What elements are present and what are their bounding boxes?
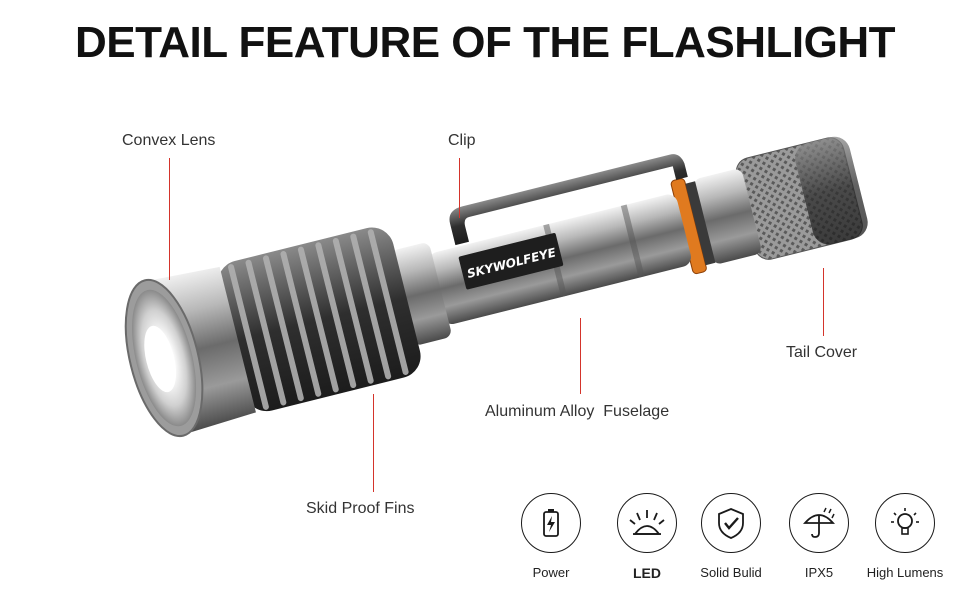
- feature-solid-build: Solid Bulid: [686, 493, 776, 580]
- feature-high-lumens-label: High Lumens: [866, 565, 944, 580]
- leader-clip: [459, 158, 460, 218]
- callout-convex-lens: Convex Lens: [122, 132, 216, 149]
- feature-solid-build-circle: [701, 493, 761, 553]
- feature-ipx5-label: IPX5: [804, 565, 834, 580]
- callout-fins: Skid Proof Fins: [306, 500, 415, 517]
- feature-led: LED: [602, 493, 692, 581]
- feature-power: Power: [506, 493, 596, 580]
- callout-tail-cover: Tail Cover: [786, 344, 858, 361]
- leader-fins: [373, 394, 374, 492]
- bulb-icon: [891, 508, 919, 535]
- feature-ipx5-circle: [789, 493, 849, 553]
- feature-led-label: LED: [633, 565, 661, 581]
- leader-tail-cover: [823, 268, 824, 336]
- feature-high-lumens: High Lumens: [860, 493, 950, 580]
- feature-led-circle: [617, 493, 677, 553]
- leader-fuselage: [580, 318, 581, 394]
- leader-convex-lens: [169, 158, 170, 280]
- feature-power-circle: [521, 493, 581, 553]
- feature-high-lumens-circle: [875, 493, 935, 553]
- callout-fuselage: Aluminum Alloy Fuselage: [485, 403, 670, 420]
- battery-icon: [543, 509, 559, 537]
- umbrella-rain-icon: [803, 507, 835, 538]
- shield-check-icon: [718, 508, 744, 539]
- feature-ipx5: IPX5: [774, 493, 864, 580]
- callout-clip: Clip: [448, 132, 476, 149]
- led-icon: [629, 510, 665, 535]
- feature-power-label: Power: [532, 565, 570, 580]
- page-title: DETAIL FEATURE OF THE FLASHLIGHT: [75, 18, 895, 67]
- feature-solid-build-label: Solid Bulid: [700, 565, 762, 580]
